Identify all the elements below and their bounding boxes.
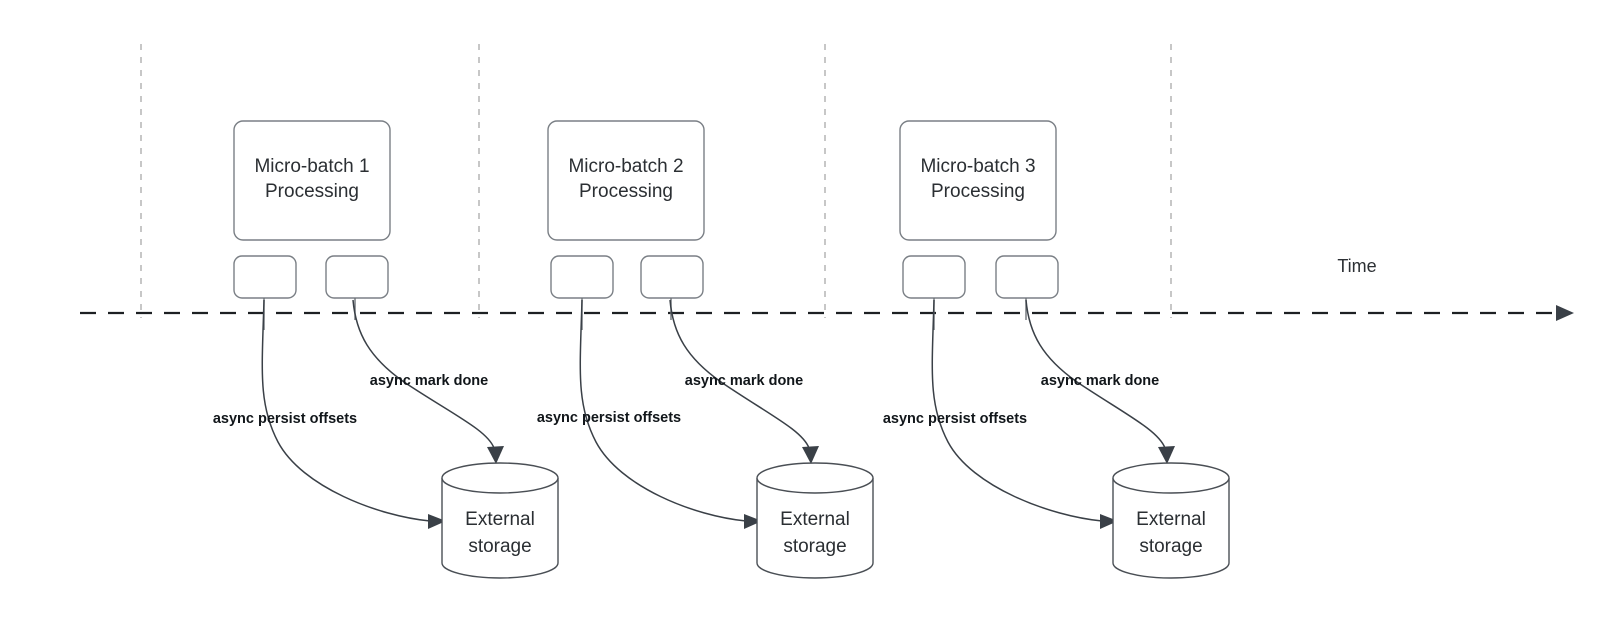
storage-group-2: External storage — [756, 462, 874, 579]
time-axis-label: Time — [1337, 256, 1376, 276]
async-mark-done-label-1: async mark done — [370, 373, 488, 389]
storage-3-label-line2: storage — [1139, 536, 1202, 557]
batch-3-mark-done-task-box[interactable] — [995, 255, 1059, 299]
async-persist-offsets-label-1: async persist offsets — [213, 411, 357, 427]
storage-1-label-line1: External — [465, 509, 535, 530]
batch-group-1: Micro-batch 1 Processing — [233, 120, 391, 299]
storage-2-top-ellipse — [756, 462, 874, 494]
persist-offsets-curve-2 — [579, 299, 747, 522]
persist-offsets-curve-1 — [261, 299, 431, 522]
async-persist-offsets-label-3: async persist offsets — [883, 411, 1027, 427]
mark-done-curve-1 — [352, 299, 495, 449]
storage-1-top-ellipse — [441, 462, 559, 494]
batch-1-mark-done-task-box[interactable] — [325, 255, 389, 299]
micro-batch-2-label-line2: Processing — [579, 181, 673, 202]
storage-3-body[interactable] — [1112, 478, 1230, 579]
batch-2-mark-done-task-box[interactable] — [640, 255, 704, 299]
storage-3-label-line1: External — [1136, 509, 1206, 530]
storage-2-label-line2: storage — [783, 536, 846, 557]
persist-offsets-curve-3 — [931, 299, 1103, 522]
batch-1-offset-task-box[interactable] — [233, 255, 297, 299]
mark-done-arrowhead-3 — [1158, 446, 1175, 464]
mark-done-arrowhead-1 — [487, 446, 504, 464]
batch-3-offset-task-box[interactable] — [902, 255, 966, 299]
micro-batch-2-box[interactable] — [547, 120, 705, 241]
storage-2-body[interactable] — [756, 478, 874, 579]
storage-1-label-line2: storage — [468, 536, 531, 557]
storage-group-1: External storage — [441, 462, 559, 579]
micro-batch-3-label-line2: Processing — [931, 181, 1025, 202]
micro-batch-2-label-line1: Micro-batch 2 — [568, 156, 683, 177]
micro-batch-1-label-line2: Processing — [265, 181, 359, 202]
async-mark-done-label-2: async mark done — [685, 373, 803, 389]
micro-batch-1-label-line1: Micro-batch 1 — [254, 156, 369, 177]
mark-done-curve-2 — [669, 299, 810, 449]
storage-2-label-line1: External — [780, 509, 850, 530]
connectors-group — [261, 299, 1175, 529]
async-persist-offsets-label-2: async persist offsets — [537, 410, 681, 426]
time-axis — [80, 305, 1574, 321]
storage-1-body[interactable] — [441, 478, 559, 579]
time-axis-arrowhead — [1556, 305, 1574, 321]
micro-batch-1-box[interactable] — [233, 120, 391, 241]
micro-batch-3-box[interactable] — [899, 120, 1057, 241]
storage-3-top-ellipse — [1112, 462, 1230, 494]
persist-offsets-arrowhead-3 — [1100, 514, 1118, 529]
batch-group-2: Micro-batch 2 Processing — [547, 120, 705, 299]
micro-batch-3-label-line1: Micro-batch 3 — [920, 156, 1035, 177]
edge-labels-group: async persist offsets async mark done as… — [213, 373, 1159, 427]
batch-2-offset-task-box[interactable] — [550, 255, 614, 299]
batch-group-3: Micro-batch 3 Processing — [899, 120, 1059, 299]
async-mark-done-label-3: async mark done — [1041, 373, 1159, 389]
storage-group-3: External storage — [1112, 462, 1230, 579]
mark-done-arrowhead-2 — [802, 446, 819, 464]
persist-offsets-arrowhead-2 — [744, 514, 762, 529]
persist-offsets-arrowhead-1 — [428, 514, 446, 529]
mark-done-curve-3 — [1025, 299, 1166, 449]
